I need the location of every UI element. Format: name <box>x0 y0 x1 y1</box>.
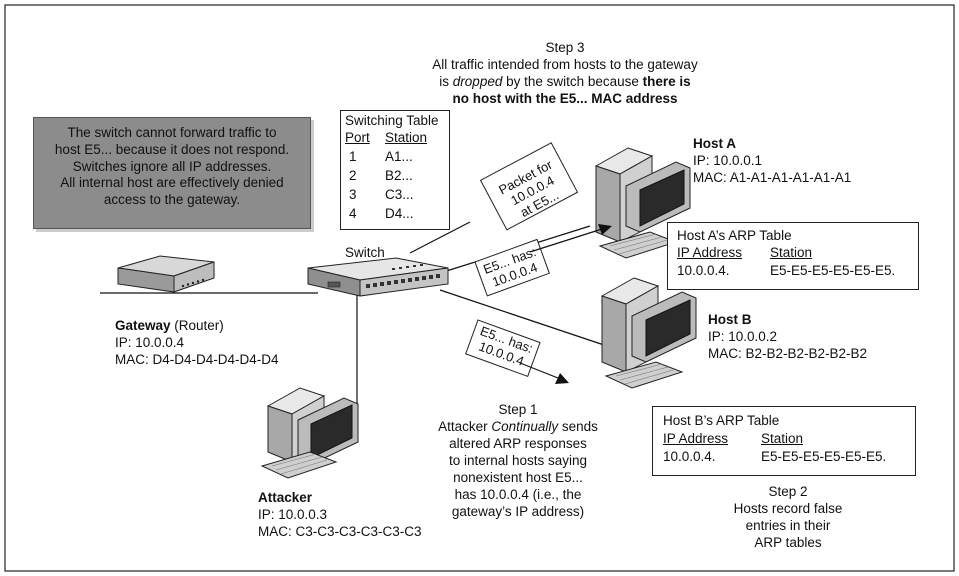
host-a-arp-col-station: Station <box>770 245 813 260</box>
host-a-arp-station: E5-E5-E5-E5-E5-E5. <box>770 263 896 278</box>
step2-line: Hosts record false <box>733 501 843 516</box>
note-line: Switches ignore all IP addresses. <box>72 158 272 174</box>
switch-icon <box>307 257 449 297</box>
outer-frame <box>4 4 955 572</box>
step2-title: Step 2 <box>768 484 808 499</box>
switching-table-col-port: Port <box>345 130 370 145</box>
switching-table-port: 4 <box>349 206 357 221</box>
arp-msg-a-box <box>474 238 550 297</box>
host-b-arp-station: E5-E5-E5-E5-E5-E5. <box>761 449 887 464</box>
switching-table-station: A1... <box>385 149 413 164</box>
gateway-ip: IP: 10.0.0.4 <box>115 335 185 350</box>
host-a-ip: IP: 10.0.0.1 <box>693 153 763 168</box>
host-a-arp-col-ip: IP Address <box>677 245 743 260</box>
step1-title: Step 1 <box>498 402 538 417</box>
step2-line: ARP tables <box>754 535 822 550</box>
host-b-arp-col-station: Station <box>761 431 804 446</box>
switching-table-station: B2... <box>385 168 413 183</box>
step1-line: nonexistent host E5... <box>453 470 583 485</box>
gateway-name: Gateway (Router) <box>115 318 224 333</box>
step2-line: entries in their <box>745 518 831 533</box>
host-a-computer-icon <box>594 147 691 259</box>
host-a-arp-table: Host A’s ARP Table IP Address Station 10… <box>667 222 919 290</box>
arp-msg-b-box <box>465 319 541 378</box>
host-b-arp-title: Host B’s ARP Table <box>663 413 780 428</box>
host-b-computer-icon <box>600 277 697 389</box>
switch-label: Switch <box>345 245 385 260</box>
host-b-arp-col-ip: IP Address <box>663 431 729 446</box>
step3-line1: All traffic intended from hosts to the g… <box>432 57 698 72</box>
arrowhead-host-b <box>555 373 569 384</box>
note-line: host E5... because it does not respond. <box>54 141 290 157</box>
attacker-ip: IP: 10.0.0.3 <box>258 507 328 522</box>
arrowhead-host-a <box>598 224 612 235</box>
switching-table-station: C3... <box>385 187 414 202</box>
step1-line: to internal hosts saying <box>448 453 588 468</box>
switching-table: Switching Table Port Station 1 A1... 2 B… <box>340 110 450 230</box>
step1-line: has 10.0.0.4 (i.e., the <box>454 487 582 502</box>
gateway-mac: MAC: D4-D4-D4-D4-D4-D4 <box>115 352 279 367</box>
host-a-arp-title: Host A’s ARP Table <box>677 228 792 243</box>
switching-table-station: D4... <box>385 206 414 221</box>
host-a-arp-ip: 10.0.0.4. <box>677 263 730 278</box>
host-b-mac: MAC: B2-B2-B2-B2-B2-B2 <box>708 346 868 361</box>
step1-line: gateway’s IP address) <box>451 504 585 519</box>
packet-label-box <box>479 142 579 231</box>
switching-table-port: 1 <box>349 149 357 164</box>
cable-switch-host-b <box>439 289 605 346</box>
step3-title: Step 3 <box>545 40 585 55</box>
arrow-to-host-b <box>519 362 559 379</box>
step1-line: Attacker Continually sends <box>438 419 598 434</box>
step1-line: altered ARP responses <box>449 436 587 451</box>
attacker-computer-icon <box>260 387 359 479</box>
attacker-name: Attacker <box>258 490 313 505</box>
host-b-ip: IP: 10.0.0.2 <box>708 329 778 344</box>
host-a-mac: MAC: A1-A1-A1-A1-A1-A1 <box>693 170 852 185</box>
note-line: The switch cannot forward traffic to <box>67 125 277 140</box>
switching-table-title: Switching Table <box>345 113 439 128</box>
cable-switch-table <box>409 221 471 254</box>
step3-line2: is dropped by the switch because there i… <box>439 74 691 89</box>
host-b-arp-table: Host B’s ARP Table IP Address Station 10… <box>652 406 916 476</box>
arrow-to-host-a <box>529 228 603 253</box>
switching-table-col-station: Station <box>385 130 428 145</box>
host-a-name: Host A <box>693 136 736 151</box>
switching-table-port: 2 <box>349 168 357 183</box>
step3-line3: no host with the E5... MAC address <box>452 91 678 106</box>
host-b-name: Host B <box>708 312 752 327</box>
note-line: All internal host are effectively denied <box>60 175 284 191</box>
switching-table-port: 3 <box>349 187 357 202</box>
note-line: access to the gateway. <box>103 192 241 208</box>
attacker-mac: MAC: C3-C3-C3-C3-C3-C3 <box>258 524 422 539</box>
switch-note-box: The switch cannot forward traffic to hos… <box>33 117 311 229</box>
router-icon <box>117 255 215 293</box>
host-b-arp-ip: 10.0.0.4. <box>663 449 716 464</box>
